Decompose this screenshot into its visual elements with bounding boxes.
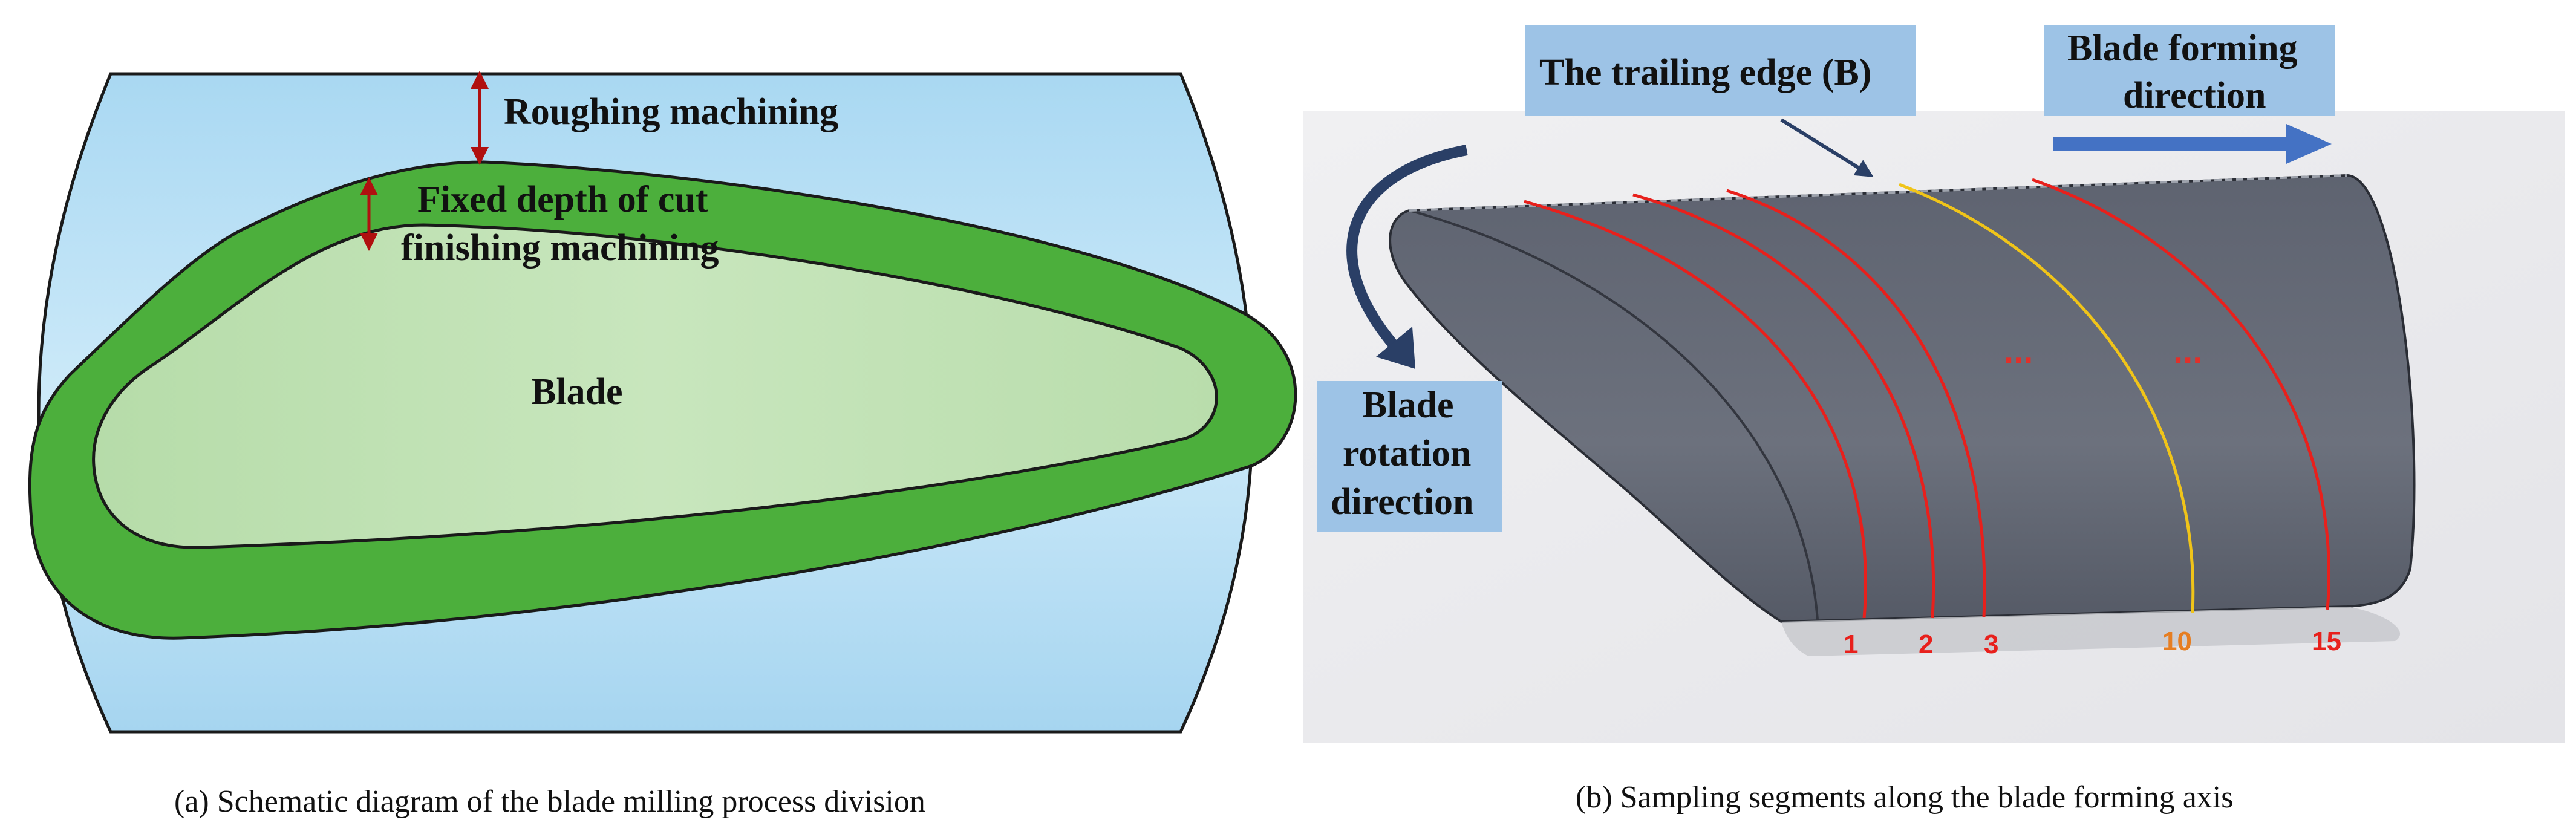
segment-number-2: 2 (1919, 630, 1933, 659)
panel-a-schematic: Roughing machining Fixed depth of cut fi… (28, 71, 1297, 819)
forming-direction-label-line1: Blade forming (2067, 28, 2298, 69)
leading-edge-curve (1409, 209, 1819, 620)
caption-b: (b) Sampling segments along the blade fo… (1576, 780, 2233, 815)
fixed-depth-label-line1: Fixed depth of cut (417, 179, 708, 220)
blade-section (92, 223, 1218, 549)
roughing-machining-label: Roughing machining (504, 91, 838, 132)
segment-line-b (1726, 189, 1986, 617)
rotation-direction-label-line1: Blade (1362, 385, 1454, 426)
rotation-direction-label-box (1317, 381, 1502, 532)
forming-direction-arrow (2053, 124, 2332, 164)
trailing-edge-line (1409, 174, 2347, 212)
segment-line-10 (1899, 183, 2195, 613)
panel-b-sampling: ... ... 1 2 3 10 15 The trailing edge (B… (1303, 25, 2565, 815)
blade-label: Blade (531, 371, 623, 412)
trailing-edge-label-box (1525, 25, 1916, 116)
blade-shadow (1781, 607, 2401, 656)
rotation-direction-arrow (1346, 145, 1468, 369)
segment-number-3: 3 (1984, 630, 1998, 659)
caption-a: (a) Schematic diagram of the blade milli… (174, 784, 925, 819)
segment-line-a (1632, 193, 1935, 619)
forming-direction-label-line2: direction (2123, 75, 2266, 116)
segment-number-1: 1 (1844, 630, 1858, 659)
fixed-depth-label-line2: finishing machining (401, 227, 719, 269)
ellipsis-1: ... (2004, 331, 2033, 371)
trailing-edge-label: The trailing edge (B) (1539, 52, 1871, 93)
segment-number-15: 15 (2312, 627, 2341, 656)
segment-line-1 (1524, 200, 1867, 619)
ellipsis-2: ... (2173, 331, 2202, 371)
rotation-direction-label-line2: rotation (1343, 433, 1471, 474)
forming-direction-label-box (2044, 25, 2335, 116)
blade-3d-body (1389, 174, 2416, 624)
rotation-direction-label-line3: direction (1331, 481, 1474, 523)
segment-line-15 (2032, 178, 2330, 610)
segment-number-10: 10 (2162, 627, 2192, 656)
trailing-edge-pointer (1780, 118, 1874, 177)
